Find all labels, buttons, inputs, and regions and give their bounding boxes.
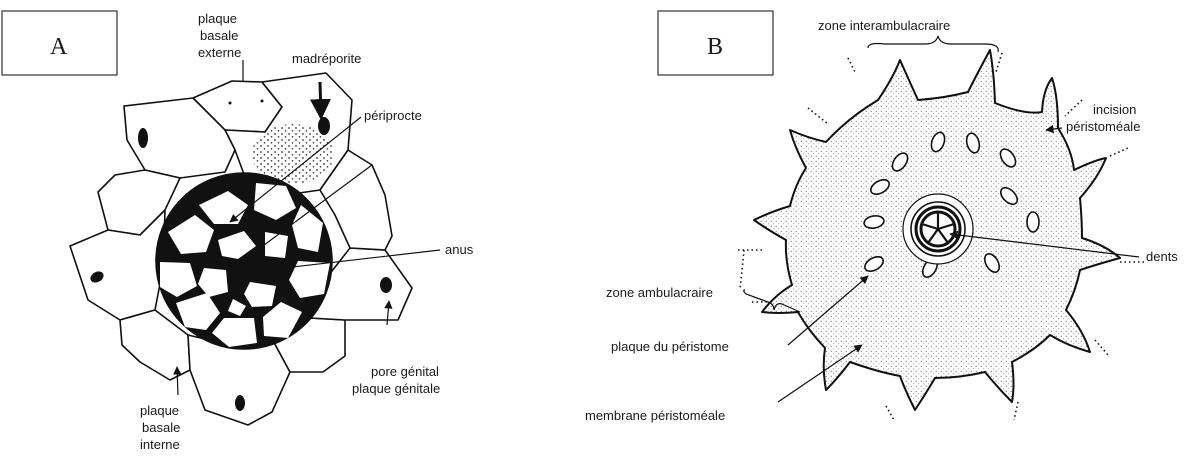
label-zone-interambulacraire: zone interambulacraire bbox=[818, 18, 950, 33]
panel-a: A bbox=[2, 11, 474, 452]
panel-a-tag: A bbox=[50, 34, 68, 60]
mouth-teeth bbox=[903, 194, 973, 264]
label-plaque-basale-interne-2: basale bbox=[142, 420, 180, 435]
label-plaque-basale-interne-1: plaque bbox=[140, 403, 179, 418]
gonopore-top-left bbox=[138, 128, 148, 148]
label-zone-ambulacraire: zone ambulacraire bbox=[606, 285, 713, 300]
brace-zone-interambulacraire bbox=[868, 36, 998, 52]
label-anus: anus bbox=[445, 242, 474, 257]
gonopore-right bbox=[380, 277, 392, 293]
label-plaque-genitale: plaque génitale bbox=[352, 381, 440, 396]
label-plaque-basale-externe-1: plaque bbox=[198, 11, 237, 26]
periproct bbox=[156, 173, 332, 349]
gonopore-madreporite bbox=[318, 117, 330, 135]
label-plaque-basale-externe-3: externe bbox=[198, 45, 241, 60]
label-plaque-basale-externe-2: basale bbox=[200, 28, 238, 43]
label-periprocte: périprocte bbox=[364, 108, 422, 123]
label-incision-1: incision bbox=[1093, 102, 1136, 117]
label-membrane-peristomeale: membrane péristoméale bbox=[585, 408, 725, 423]
gonopore-bottom bbox=[235, 395, 245, 411]
label-madreporite: madréporite bbox=[292, 51, 361, 66]
apical-disc-drawing bbox=[70, 73, 412, 425]
panel-b: B bbox=[585, 11, 1178, 423]
label-plaque-basale-interne-3: interne bbox=[140, 437, 180, 452]
label-plaque-du-peristome: plaque du péristome bbox=[611, 339, 729, 354]
label-pore-genital: pore génital bbox=[371, 364, 439, 379]
label-dents: dents bbox=[1146, 249, 1178, 264]
label-incision-2: péristoméale bbox=[1066, 119, 1140, 134]
panel-b-tag: B bbox=[707, 34, 723, 60]
